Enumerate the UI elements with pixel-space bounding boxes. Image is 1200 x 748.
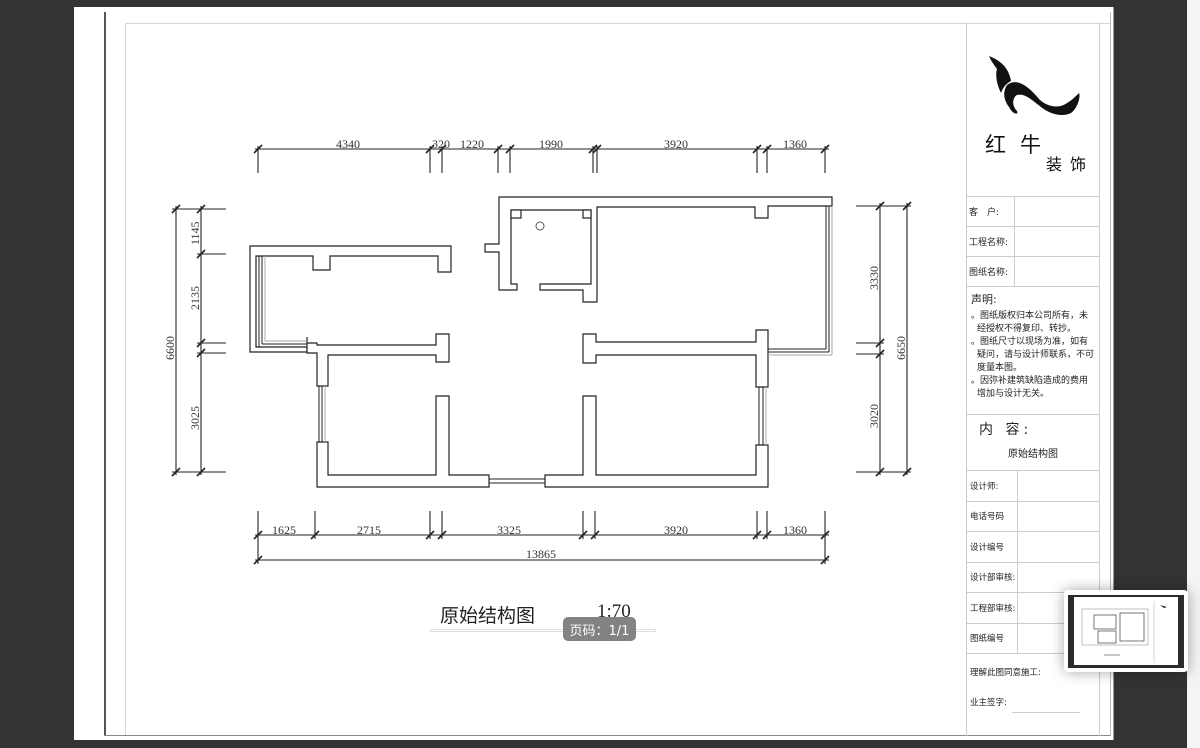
svg-text:6650: 6650: [894, 336, 908, 360]
drawing-name-value: [1015, 257, 1099, 286]
project-name-label: 工程名称:: [967, 227, 1015, 256]
svg-text:1625: 1625: [272, 523, 296, 537]
project-name-value: [1015, 227, 1099, 256]
company-name-line2: 装饰: [1046, 155, 1095, 174]
client-row: 客 户:: [967, 197, 1099, 227]
designer-label: 设计师:: [967, 471, 1018, 501]
design-number-row: 设计编号: [967, 532, 1099, 563]
drawing-name-row: 图纸名称:: [967, 257, 1099, 287]
drawing-name-label: 图纸名称:: [967, 257, 1015, 286]
thumbnail-plan-icon: [1081, 601, 1167, 663]
drain-icon: [535, 221, 545, 231]
designer-row: 设计师:: [967, 471, 1099, 502]
svg-text:6600: 6600: [163, 336, 177, 360]
title-block: 红牛 装饰 客 户: 工程名称: 图纸名称: 声明: 。图纸版权归本公司所有，未…: [966, 23, 1100, 736]
bull-logo-icon: [989, 56, 1080, 115]
svg-text:3920: 3920: [664, 137, 688, 151]
content-section: 内 容: 原始结构图: [967, 415, 1099, 471]
content-value: 原始结构图: [1008, 449, 1058, 460]
phone-row: 电话号码: [967, 501, 1099, 532]
svg-text:1990: 1990: [539, 137, 563, 151]
drawing-number-label: 图纸编号: [967, 623, 1018, 653]
svg-text:3025: 3025: [188, 406, 202, 430]
thumbnail-page-preview: [1074, 597, 1178, 665]
svg-text:1145: 1145: [188, 221, 202, 245]
page-indicator: 页码：1/1: [563, 617, 636, 641]
statement-item: 。因弥补建筑缺陷造成的费用增加与设计无关。: [971, 376, 1089, 399]
svg-text:3325: 3325: [497, 523, 521, 537]
content-heading: 内 容:: [979, 422, 1033, 438]
consent-label: 理解此图同意施工:: [970, 668, 1041, 678]
svg-text:2135: 2135: [188, 286, 202, 310]
engineering-review-label: 工程部审核:: [967, 593, 1018, 623]
title-underline: [430, 629, 656, 632]
svg-text:3020: 3020: [867, 404, 881, 428]
statement-item: 。图纸版权归本公司所有，未经授权不得复印、转抄。: [971, 311, 1089, 334]
svg-text:1360: 1360: [783, 523, 807, 537]
svg-text:1360: 1360: [783, 137, 807, 151]
statement-heading: 声明:: [971, 293, 997, 306]
statement-item: 。图纸尺寸以现场为准，如有疑问，请与设计师联系，不可度量本图。: [971, 337, 1095, 373]
signature-line: [1012, 712, 1080, 713]
frame-right-line: [1110, 12, 1111, 736]
company-logo-area: 红牛 装饰: [967, 23, 1099, 197]
design-number-label: 设计编号: [967, 532, 1018, 562]
svg-text:4340: 4340: [336, 137, 360, 151]
owner-signature-label: 业主签字:: [970, 698, 1007, 708]
design-review-label: 设计部审核:: [967, 562, 1018, 592]
svg-text:1220: 1220: [460, 137, 484, 151]
project-name-row: 工程名称:: [967, 227, 1099, 257]
scrollbar[interactable]: [1187, 0, 1200, 748]
phone-label: 电话号码: [967, 501, 1018, 531]
statement-section: 声明: 。图纸版权归本公司所有，未经授权不得复印、转抄。 。图纸尺寸以现场为准，…: [967, 287, 1099, 415]
binding-margin-line: [104, 12, 106, 736]
client-value: [1015, 197, 1099, 226]
svg-text:3330: 3330: [867, 266, 881, 290]
signature-section: 理解此图同意施工: 业主签字:: [967, 654, 1099, 744]
drawing-title: 原始结构图: [440, 606, 536, 627]
svg-text:2715: 2715: [357, 523, 381, 537]
page-thumbnail[interactable]: [1064, 590, 1188, 672]
design-review-row: 设计部审核:: [967, 562, 1099, 593]
frame-bottom-line: [104, 735, 1111, 736]
drawing-number-row: 图纸编号: [967, 623, 1099, 654]
client-label: 客 户:: [967, 197, 1015, 226]
svg-text:320: 320: [432, 137, 450, 151]
svg-text:13865: 13865: [526, 547, 556, 561]
company-name-line1: 红牛: [985, 133, 1055, 157]
drawing-scale: 1:70: [597, 601, 631, 622]
engineering-review-row: 工程部审核:: [967, 593, 1099, 624]
svg-text:3920: 3920: [664, 523, 688, 537]
